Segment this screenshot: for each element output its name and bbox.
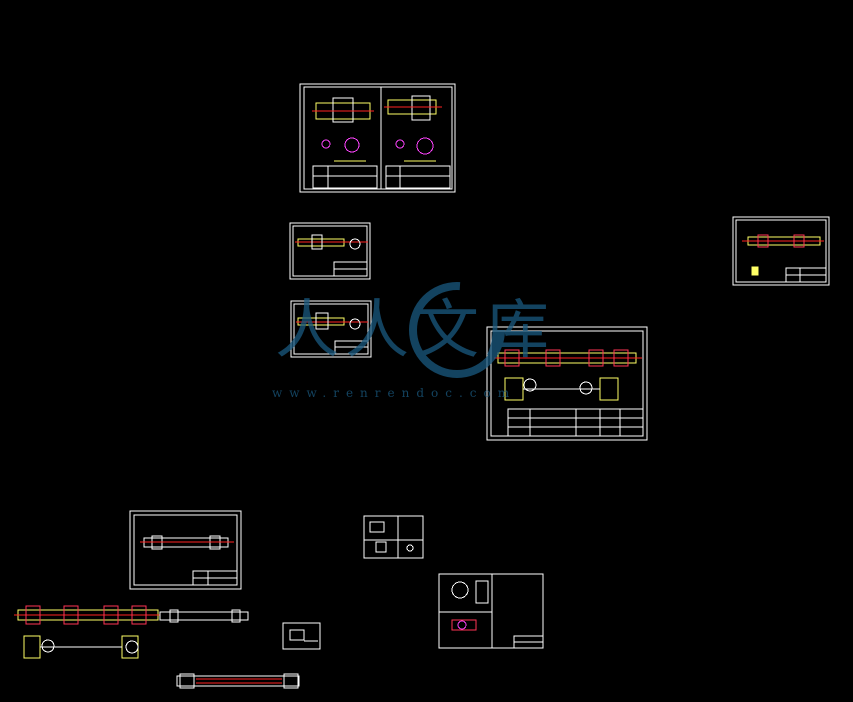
watermark-url: www.renrendoc.com bbox=[272, 386, 517, 400]
sheet-bottom-small[interactable] bbox=[363, 515, 424, 559]
sheet-assembly-main[interactable] bbox=[486, 326, 648, 441]
watermark-logo-text: 人人文库 bbox=[275, 294, 555, 368]
loose-shaft-strip[interactable] bbox=[176, 673, 300, 689]
sheet-tiny[interactable] bbox=[282, 622, 321, 650]
watermark-ring bbox=[409, 282, 505, 378]
sheet-left-small-a[interactable] bbox=[289, 222, 371, 280]
loose-shaft-assembly[interactable] bbox=[14, 605, 249, 659]
sheet-left-small-b[interactable] bbox=[290, 300, 372, 358]
sheet-section-detail[interactable] bbox=[438, 573, 544, 649]
sheet-right-small[interactable] bbox=[732, 216, 830, 286]
sheet-top-double[interactable] bbox=[299, 83, 456, 193]
watermark-logo: 人人文库 bbox=[275, 282, 555, 378]
sheet-shaft-plain[interactable] bbox=[129, 510, 242, 590]
